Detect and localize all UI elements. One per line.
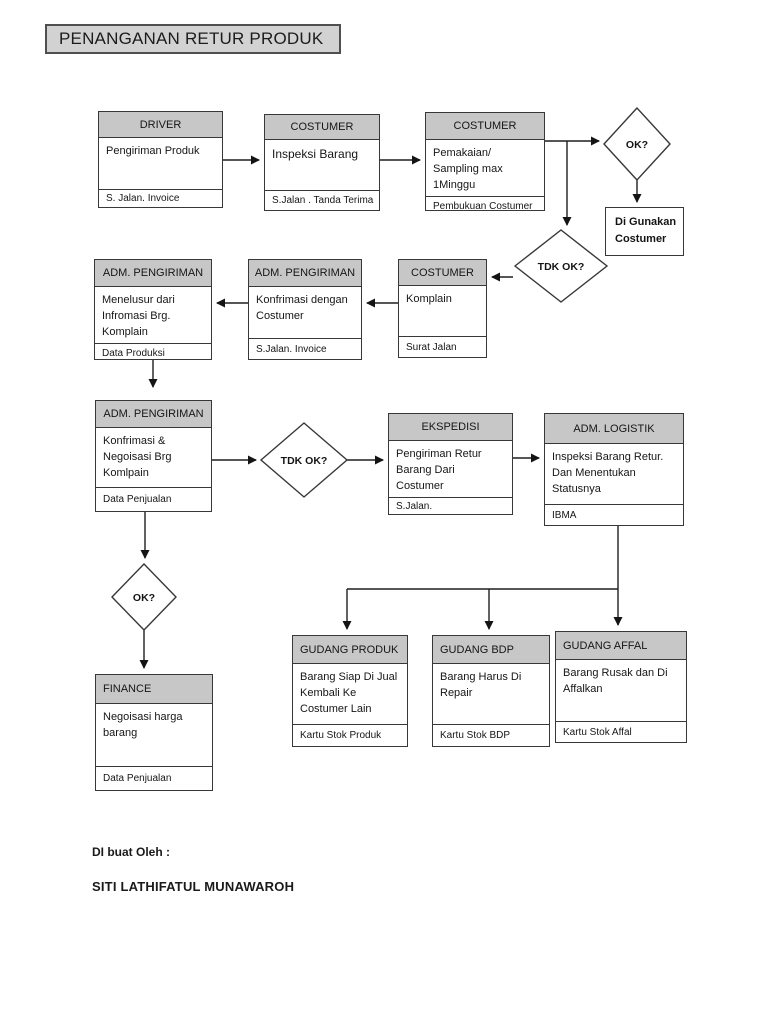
box-body: Pengiriman Produk — [106, 145, 200, 157]
flow-box-costumer-inspeksi: COSTUMER Inspeksi Barang S.Jalan . Tanda… — [264, 114, 380, 211]
flow-box-gudang-produk: GUDANG PRODUK Barang Siap Di Jual Kembal… — [292, 635, 408, 747]
box-body: Barang Harus Di Repair — [440, 671, 522, 699]
box-footer: Data Penjualan — [96, 766, 212, 790]
flow-box-adm-pengiriman-menelusur: ADM. PENGIRIMAN Menelusur dari Infromasi… — [94, 259, 212, 360]
box-body: Inspeksi Barang Retur. Dan Menentukan St… — [552, 451, 664, 495]
decision-ok-top: OK? — [603, 106, 671, 182]
box-header: ADM. PENGIRIMAN — [95, 260, 211, 287]
flow-box-driver: DRIVER Pengiriman Produk S. Jalan. Invoi… — [98, 111, 223, 208]
box-header: EKSPEDISI — [389, 414, 512, 441]
box-footer: Data Produksi — [95, 342, 211, 364]
flow-box-gudang-bdp: GUDANG BDP Barang Harus Di Repair Kartu … — [432, 635, 550, 747]
flow-box-di-gunakan-costumer: Di Gunakan Costumer — [605, 207, 684, 256]
decision-label: OK? — [133, 592, 155, 604]
box-body: Konfrimasi & Negoisasi Brg Komlpain — [103, 435, 172, 479]
box-body: Pengiriman Retur Barang Dari Costumer — [396, 448, 482, 492]
box-header: COSTUMER — [426, 113, 544, 140]
box-header: DRIVER — [99, 112, 222, 138]
box-body: Barang Siap Di Jual Kembali Ke Costumer … — [300, 671, 398, 715]
box-body: Komplain — [406, 293, 452, 305]
box-footer: Surat Jalan — [399, 336, 486, 357]
flow-box-adm-pengiriman-konfrimasi: ADM. PENGIRIMAN Konfrimasi dengan Costum… — [248, 259, 362, 360]
flow-box-costumer-komplain: COSTUMER Komplain Surat Jalan — [398, 259, 487, 358]
box-footer: Data Penjualan — [96, 487, 211, 511]
box-body: Inspeksi Barang — [272, 147, 359, 161]
flow-box-ekspedisi: EKSPEDISI Pengiriman Retur Barang Dari C… — [388, 413, 513, 515]
decision-tdk-ok-row2: TDK OK? — [513, 229, 609, 303]
box-header: GUDANG PRODUK — [293, 636, 407, 664]
decision-label: TDK OK? — [281, 455, 328, 467]
box-header: ADM. PENGIRIMAN — [96, 401, 211, 428]
connector-arrows — [139, 136, 642, 669]
created-by-label: DI buat Oleh : — [92, 845, 170, 859]
box-header: ADM. LOGISTIK — [545, 414, 683, 444]
box-header: FINANCE — [96, 675, 212, 704]
box-footer: Kartu Stok BDP — [433, 724, 549, 746]
box-footer: S. Jalan. Invoice — [99, 189, 222, 207]
decision-label: OK? — [626, 139, 648, 151]
box-body: Konfrimasi dengan Costumer — [256, 294, 348, 322]
box-body: Menelusur dari Infromasi Brg. Komplain — [102, 294, 175, 338]
box-body: Barang Rusak dan Di Affalkan — [563, 667, 668, 695]
decision-tdk-ok-row3: TDK OK? — [259, 422, 349, 498]
author-name: SITI LATHIFATUL MUNAWAROH — [92, 879, 295, 894]
box-header: ADM. PENGIRIMAN — [249, 260, 361, 287]
page-title: PENANGANAN RETUR PRODUK — [45, 24, 341, 54]
box-footer: Pembukuan Costumer — [426, 195, 544, 216]
box-footer: S.Jalan. Invoice — [249, 338, 361, 359]
flow-box-finance: FINANCE Negoisasi harga barang Data Penj… — [95, 674, 213, 791]
flow-box-costumer-pemakaian: COSTUMER Pemakaian/ Sampling max 1Minggu… — [425, 112, 545, 212]
flow-box-adm-pengiriman-negoisasi: ADM. PENGIRIMAN Konfrimasi & Negoisasi B… — [95, 400, 212, 512]
decision-ok-bottom: OK? — [111, 562, 177, 632]
box-footer: S.Jalan . Tanda Terima — [265, 190, 379, 210]
box-header: COSTUMER — [399, 260, 486, 286]
flow-box-adm-logistik: ADM. LOGISTIK Inspeksi Barang Retur. Dan… — [544, 413, 684, 526]
box-header: COSTUMER — [265, 115, 379, 140]
box-footer: Kartu Stok Produk — [293, 724, 407, 746]
box-header: GUDANG AFFAL — [556, 632, 686, 660]
box-header: GUDANG BDP — [433, 636, 549, 664]
flow-box-gudang-affal: GUDANG AFFAL Barang Rusak dan Di Affalka… — [555, 631, 687, 743]
decision-label: TDK OK? — [538, 261, 585, 273]
box-body: Negoisasi harga barang — [103, 711, 183, 739]
box-footer: S.Jalan. — [389, 496, 512, 516]
box-body: Pemakaian/ Sampling max 1Minggu — [433, 147, 503, 191]
box-footer: IBMA — [545, 504, 683, 525]
box-footer: Kartu Stok Affal — [556, 721, 686, 742]
